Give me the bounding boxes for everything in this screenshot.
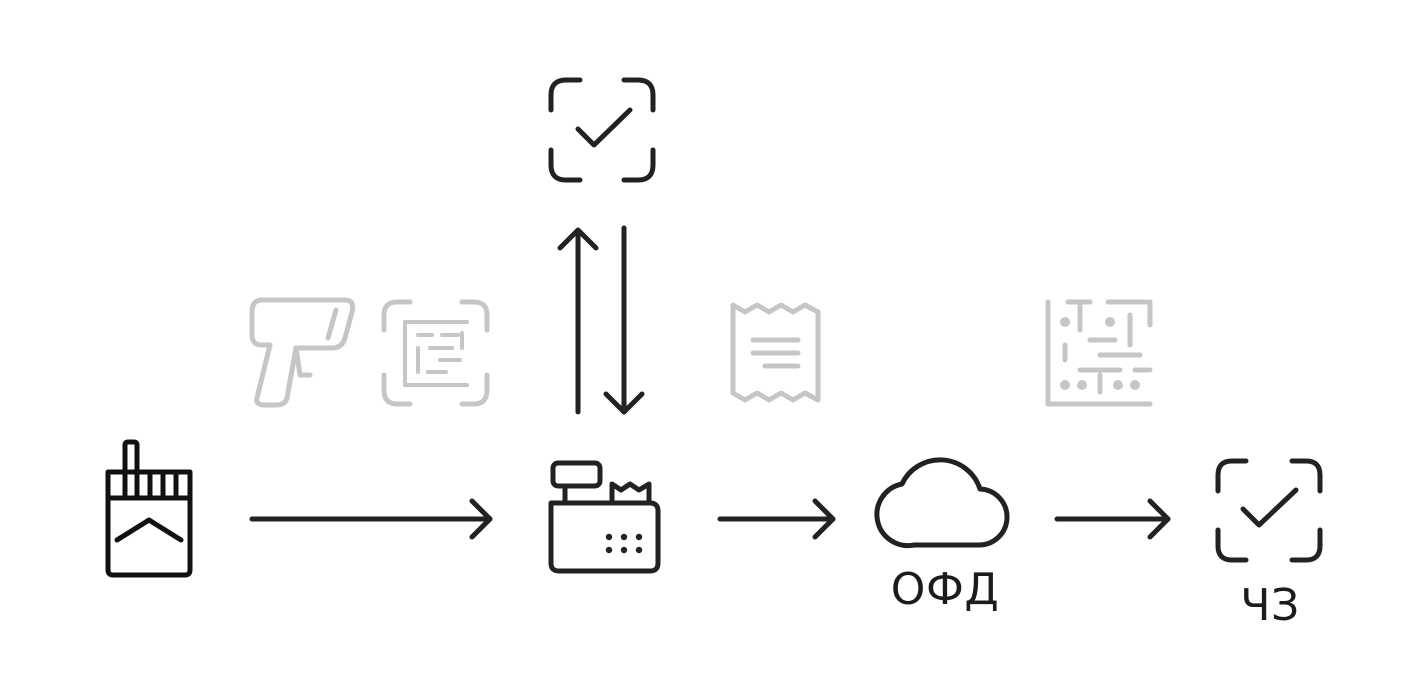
up-arrow <box>557 227 599 415</box>
flow-arrow <box>1054 498 1171 540</box>
datamatrix-code-icon <box>381 299 490 407</box>
flow-arrow <box>249 498 493 540</box>
cz-label: ЧЗ <box>1240 580 1300 631</box>
down-arrow <box>603 225 645 415</box>
receipt-icon <box>730 302 821 403</box>
cloud-icon <box>874 457 1010 549</box>
barcode-scanner-icon <box>249 297 356 408</box>
datamatrix-code-icon <box>1045 299 1153 407</box>
check-frame-icon <box>548 77 656 183</box>
cigarette-pack-icon <box>105 439 193 578</box>
flow-arrow <box>717 498 836 540</box>
cash-register-icon <box>548 460 661 574</box>
ofd-label: ОФД <box>890 564 1000 615</box>
check-frame-icon <box>1215 458 1323 563</box>
